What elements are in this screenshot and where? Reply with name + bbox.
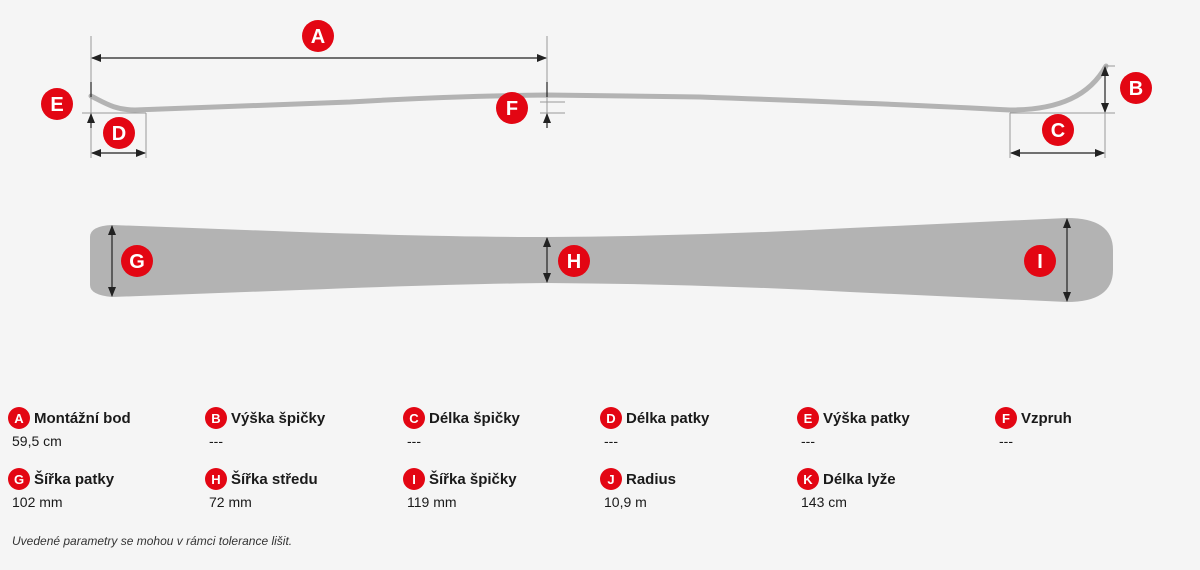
legend-label: Vzpruh	[1021, 409, 1072, 427]
legend-label: Výška špičky	[231, 409, 326, 427]
legend-value: ---	[407, 433, 421, 449]
ski-top-view	[90, 218, 1113, 302]
badge-icon: H	[205, 468, 227, 490]
badge-icon: G	[8, 468, 30, 490]
badge-icon: D	[600, 407, 622, 429]
badge-i: I	[1024, 245, 1056, 277]
legend-value: 119 mm	[407, 494, 457, 510]
badge-icon: C	[403, 407, 425, 429]
badge-d: D	[103, 117, 135, 149]
legend-label: Šířka patky	[34, 470, 115, 488]
legend-value: ---	[604, 433, 618, 449]
badge-icon: K	[797, 468, 819, 490]
legend-value: ---	[209, 433, 223, 449]
legend-value: 143 cm	[801, 494, 847, 510]
svg-text:H: H	[567, 251, 581, 273]
badge-c: C	[1042, 114, 1074, 146]
legend-label: Šířka středu	[231, 470, 318, 488]
legend-value: ---	[801, 433, 815, 449]
badge-icon: J	[600, 468, 622, 490]
badge-f: F	[496, 92, 528, 124]
legend-value: 102 mm	[12, 494, 63, 510]
badge-h: H	[558, 245, 590, 277]
tolerance-note: Uvedené parametry se mohou v rámci toler…	[12, 534, 293, 548]
legend-label: Délka špičky	[429, 409, 520, 427]
svg-text:G: G	[129, 251, 145, 273]
legend-value: 59,5 cm	[12, 433, 62, 449]
svg-text:B: B	[1129, 78, 1143, 100]
svg-text:E: E	[50, 94, 63, 116]
legend-label: Výška patky	[823, 409, 910, 427]
legend-value: ---	[999, 433, 1013, 449]
ski-side-profile	[88, 63, 1109, 113]
legend-value: 10,9 m	[604, 494, 647, 510]
legend-label: Délka lyže	[823, 470, 896, 488]
badge-icon: A	[8, 407, 30, 429]
badge-icon: E	[797, 407, 819, 429]
badge-a: A	[302, 20, 334, 52]
badge-g: G	[121, 245, 153, 277]
svg-text:I: I	[1037, 251, 1043, 273]
svg-text:C: C	[1051, 120, 1065, 142]
ski-diagram: A E D F B C G H I	[41, 20, 1152, 302]
legend-label: Montážní bod	[34, 409, 131, 427]
svg-text:A: A	[311, 26, 325, 48]
legend-value: 72 mm	[209, 494, 252, 510]
badge-icon: I	[403, 468, 425, 490]
legend-label: Délka patky	[626, 409, 710, 427]
legend-label: Šířka špičky	[429, 470, 517, 488]
badge-icon: F	[995, 407, 1017, 429]
badge-icon: B	[205, 407, 227, 429]
svg-text:D: D	[112, 123, 126, 145]
badge-b: B	[1120, 72, 1152, 104]
legend-label: Radius	[626, 470, 677, 488]
badge-e: E	[41, 88, 73, 120]
svg-text:F: F	[506, 98, 518, 120]
